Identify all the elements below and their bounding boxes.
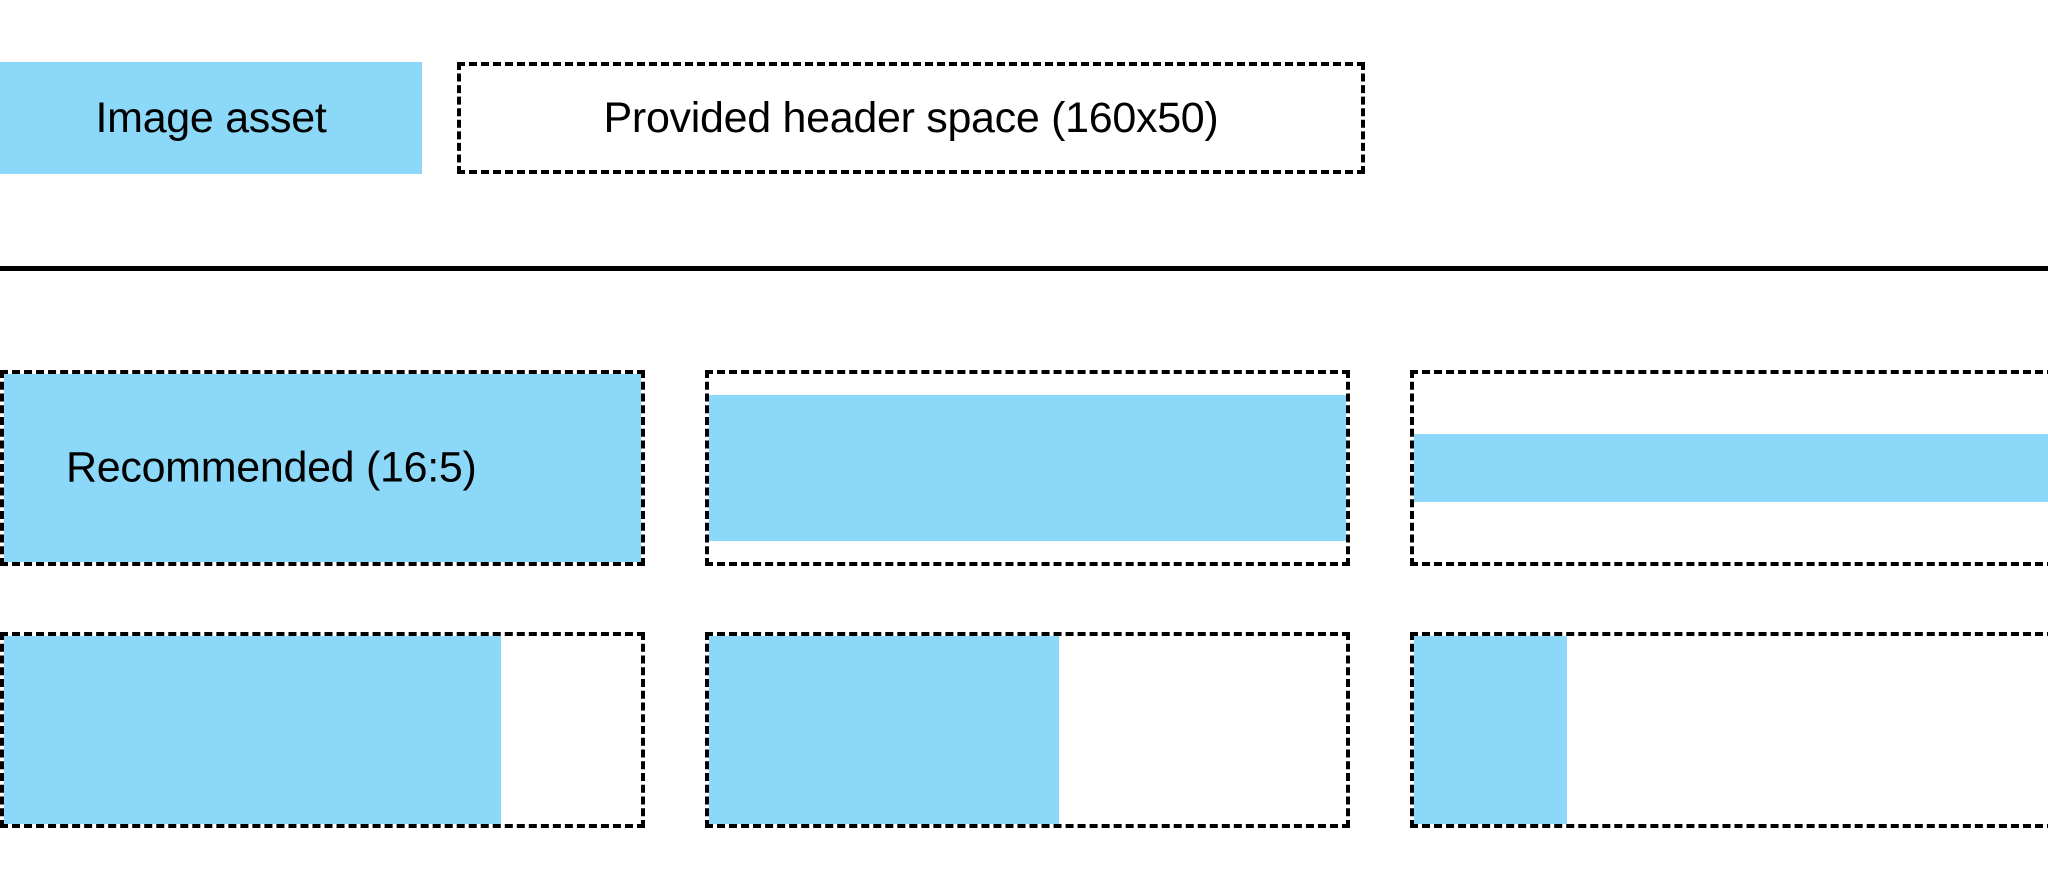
example-fill-row1-col2 bbox=[709, 394, 1346, 542]
legend-image-asset-swatch: Image asset bbox=[0, 62, 422, 174]
legend-header-space-box: Provided header space (160x50) bbox=[457, 62, 1365, 174]
example-fill-row2-col1 bbox=[4, 636, 501, 824]
example-cell-row2-col3 bbox=[1410, 632, 2048, 828]
example-fill-row1-col3 bbox=[1414, 434, 2048, 502]
example-cell-row1-col1: Recommended (16:5) bbox=[0, 370, 645, 566]
example-cell-row1-col3 bbox=[1410, 370, 2048, 566]
legend-image-asset-label: Image asset bbox=[95, 93, 327, 142]
section-divider bbox=[0, 266, 2048, 271]
example-fill-row2-col2 bbox=[709, 636, 1060, 824]
example-cell-row2-col1 bbox=[0, 632, 645, 828]
example-fill-row1-col1 bbox=[4, 374, 641, 562]
example-fill-row2-col3 bbox=[1414, 636, 1567, 824]
example-cell-row2-col2 bbox=[705, 632, 1350, 828]
recommended-label: Recommended (16:5) bbox=[66, 443, 477, 492]
legend-header-space-label: Provided header space (160x50) bbox=[603, 93, 1219, 142]
example-cell-row1-col2 bbox=[705, 370, 1350, 566]
